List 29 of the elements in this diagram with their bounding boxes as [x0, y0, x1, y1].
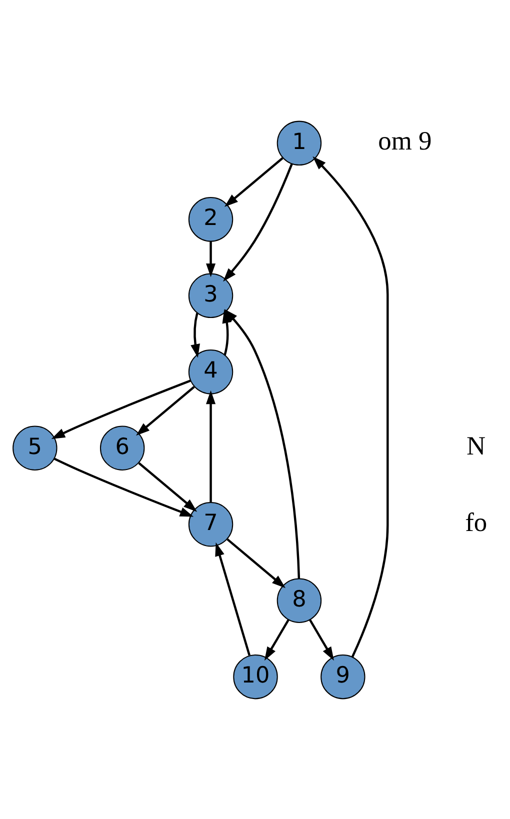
- arrow: [206, 390, 216, 502]
- label: fo: [464, 506, 487, 536]
- arrow: [214, 542, 250, 656]
- node-circle: 9: [320, 654, 365, 699]
- node-circle: 8: [276, 578, 322, 622]
- node-circle: 2: [188, 196, 233, 242]
- label: N: [466, 430, 486, 460]
- arrow: [224, 156, 283, 206]
- arrow: [138, 462, 197, 512]
- label: om 9: [378, 125, 432, 156]
- arrow: [312, 156, 388, 657]
- node-circle: 3: [188, 272, 233, 318]
- node-circle: 7: [188, 502, 233, 546]
- arrow: [190, 312, 200, 358]
- arrow: [224, 308, 300, 578]
- arrow: [53, 457, 194, 516]
- node-circle: 5: [12, 425, 57, 470]
- node-circle: 1: [276, 120, 322, 166]
- node-circle: 4: [188, 349, 233, 394]
- arrow: [50, 379, 190, 438]
- arrow: [222, 308, 232, 355]
- arrow: [308, 618, 334, 660]
- arrow: [222, 163, 292, 282]
- arrow: [226, 538, 286, 588]
- arrow: [206, 240, 216, 277]
- arrow: [264, 618, 289, 660]
- node-circle: 10: [232, 654, 278, 699]
- node-circle: 6: [99, 425, 144, 470]
- arrow: [136, 386, 194, 436]
